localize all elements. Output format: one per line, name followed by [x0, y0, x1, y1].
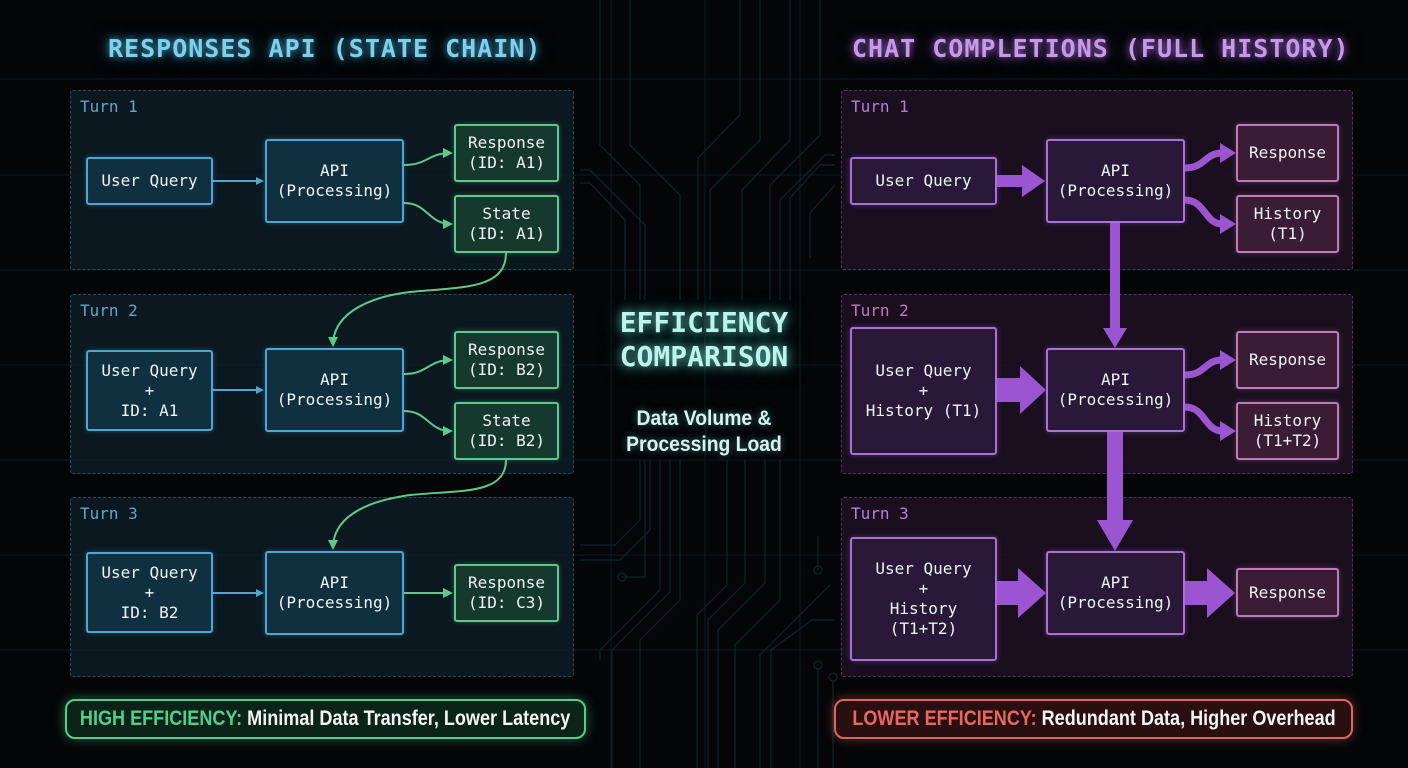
left-t1-user-query-node: User Query [86, 157, 213, 205]
turn-label: Turn 1 [851, 97, 909, 116]
right-t3-api-node: API (Processing) [1046, 551, 1185, 635]
left-t2-response-node: Response (ID: B2) [454, 331, 559, 389]
left-t1-response-node: Response (ID: A1) [454, 124, 559, 182]
right-t1-api-node: API (Processing) [1046, 139, 1185, 223]
right-t1-response-node: Response [1236, 124, 1339, 182]
lower-efficiency-banner: LOWER EFFICIENCY: Redundant Data, Higher… [834, 699, 1353, 739]
left-t3-user-query-node: User Query + ID: B2 [86, 552, 213, 633]
high-efficiency-banner: HIGH EFFICIENCY: Minimal Data Transfer, … [65, 699, 586, 739]
turn-label: Turn 3 [851, 504, 909, 523]
turn-label: Turn 2 [851, 301, 909, 320]
efficiency-comparison-title: EFFICIENCY COMPARISON [619, 306, 789, 373]
right-t3-user-query-node: User Query + History (T1+T2) [850, 537, 997, 661]
responses-api-title: RESPONSES API (STATE CHAIN) [108, 34, 542, 63]
lower-efficiency-description: Redundant Data, Higher Overhead [1036, 707, 1336, 730]
left-t2-state-node: State (ID: B2) [454, 402, 559, 460]
turn-label: Turn 3 [80, 504, 138, 523]
right-t1-user-query-node: User Query [850, 157, 997, 205]
right-t2-response-node: Response [1236, 331, 1339, 389]
right-t3-response-node: Response [1236, 568, 1339, 617]
left-t3-api-node: API (Processing) [265, 551, 404, 635]
left-t1-state-node: State (ID: A1) [454, 195, 559, 253]
right-t2-api-node: API (Processing) [1046, 348, 1185, 432]
lower-efficiency-label: LOWER EFFICIENCY: [851, 707, 1037, 730]
efficiency-comparison-subtitle: Data Volume & Processing Load [626, 407, 782, 456]
turn-label: Turn 1 [80, 97, 138, 116]
right-t2-history-node: History (T1+T2) [1236, 402, 1339, 460]
right-t2-user-query-node: User Query + History (T1) [850, 327, 997, 455]
high-efficiency-label: HIGH EFFICIENCY: [80, 707, 243, 730]
left-t3-response-node: Response (ID: C3) [454, 564, 559, 622]
high-efficiency-description: Minimal Data Transfer, Lower Latency [242, 707, 571, 730]
chat-completions-title: CHAT COMPLETIONS (FULL HISTORY) [852, 34, 1350, 63]
left-t2-user-query-node: User Query + ID: A1 [86, 350, 213, 431]
turn-label: Turn 2 [80, 301, 138, 320]
right-t1-history-node: History (T1) [1236, 195, 1339, 253]
left-t1-api-node: API (Processing) [265, 139, 404, 223]
left-t2-api-node: API (Processing) [265, 348, 404, 432]
